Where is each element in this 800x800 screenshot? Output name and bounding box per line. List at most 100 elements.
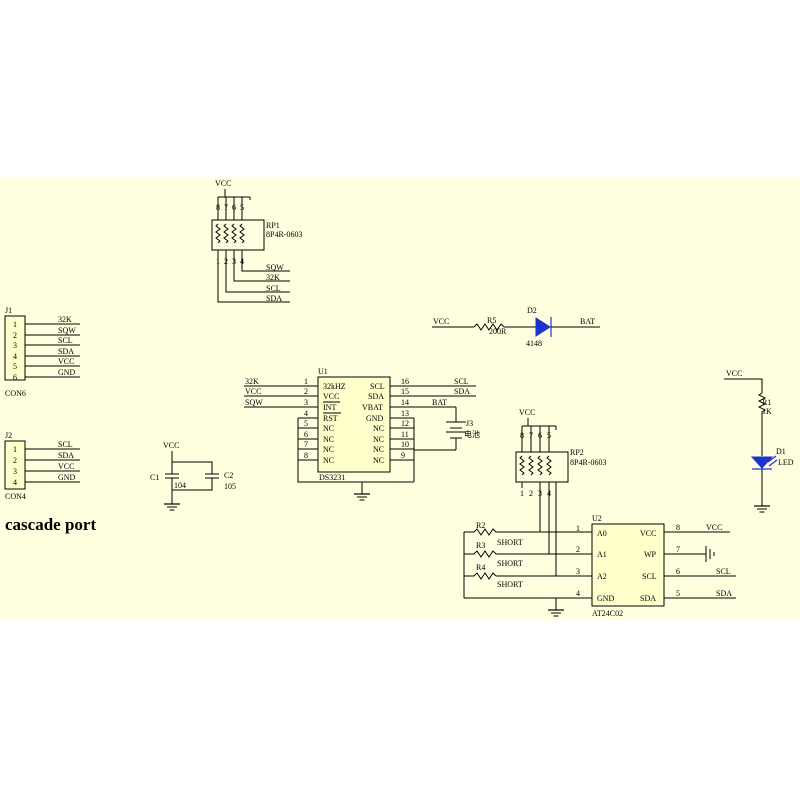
rp1-pin-5: 5	[240, 203, 244, 212]
j1-net-sda: SDA	[58, 347, 74, 356]
u1-pin-12: 12	[401, 419, 409, 428]
u1-pin-name-scl: SCL	[370, 382, 385, 391]
c2-ref: C2	[224, 471, 233, 480]
u2-net-sda: SDA	[716, 589, 732, 598]
c-vcc-label: VCC	[163, 441, 179, 450]
u2-net-vcc: VCC	[706, 523, 722, 532]
rp1-pin-7: 7	[224, 203, 228, 212]
u1-pin-7: 7	[304, 440, 308, 449]
u2-pin-7: 7	[676, 545, 680, 554]
u1-ref: U1	[318, 367, 328, 376]
u2-pin-name-a0: A0	[597, 529, 607, 538]
u1-net-32k: 32K	[245, 377, 259, 386]
rp2-pin-2: 2	[529, 489, 533, 498]
rp1-net-sqw: SQW	[266, 263, 284, 272]
r1-ref: R1	[762, 398, 771, 407]
u1-pin-6: 6	[304, 430, 308, 439]
u1-pin-name-32khz: 32kHZ	[323, 382, 346, 391]
j2-pin-1: 1	[13, 445, 17, 454]
j1-name: CON6	[5, 389, 26, 398]
u1-name: DS3231	[319, 473, 345, 482]
u1-pin-5: 5	[304, 419, 308, 428]
u1-pin-name-nc-6: NC	[323, 435, 334, 444]
j2-ref: J2	[5, 431, 12, 440]
j1-pin-1: 1	[13, 320, 17, 329]
u1-net-bat: BAT	[432, 398, 447, 407]
u1-body	[317, 376, 391, 473]
u1-pin-name-gnd: GND	[366, 414, 384, 423]
u1-pin-14: 14	[401, 398, 409, 407]
u1-net-scl: SCL	[454, 377, 469, 386]
u2-pin-name-a2: A2	[597, 572, 607, 581]
d2-ref: D2	[527, 306, 537, 315]
u1-pin-name-vcc: VCC	[323, 392, 339, 401]
rp2-pin-6: 6	[538, 431, 542, 440]
j1-net-scl: SCL	[58, 336, 73, 345]
r1-vcc-label: VCC	[726, 369, 742, 378]
schematic-background	[0, 178, 800, 620]
u2-pin-name-a1: A1	[597, 550, 607, 559]
u1-net-sqw: SQW	[245, 398, 263, 407]
rp2-pin-8: 8	[520, 431, 524, 440]
u1-pin-name-vbat: VBAT	[362, 403, 383, 412]
u1-pin-name-nc-7: NC	[323, 445, 334, 454]
u2-pin-2: 2	[576, 545, 580, 554]
r5-vcc-label: VCC	[433, 317, 449, 326]
charge-path: VCC R5 200R D2 4148 BAT	[432, 306, 600, 348]
u2-ref: U2	[592, 514, 602, 523]
j2-pin-3: 3	[13, 467, 17, 476]
c1-value: 104	[174, 481, 186, 490]
u2-pin-6: 6	[676, 567, 680, 576]
u1-pin-name-nc-9: NC	[373, 456, 384, 465]
u1-pin-name-nc-12: NC	[373, 424, 384, 433]
u2-pin-name-gnd: GND	[597, 594, 615, 603]
u1-pin-2: 2	[304, 387, 308, 396]
d2-value: 4148	[526, 339, 542, 348]
u1-pin-name-rst: RST	[323, 414, 338, 423]
j3-ref: J3	[466, 419, 473, 428]
rp1-net-32k: 32K	[266, 273, 280, 282]
j3-name: 电池	[464, 429, 480, 439]
j2-pin-4: 4	[13, 478, 17, 487]
j1-pin-4: 4	[13, 352, 17, 361]
j1-connector: J1 1 2 3 4 5 6 32K SQW SCL SDA VCC GND C…	[4, 306, 80, 398]
u1-net-vcc: VCC	[245, 387, 261, 396]
j2-name: CON4	[5, 492, 26, 501]
r5-ref: R5	[487, 316, 496, 325]
u2-pin-name-wp: WP	[644, 550, 657, 559]
u2-name: AT24C02	[592, 609, 623, 618]
rp2-pin-5: 5	[547, 431, 551, 440]
rp1-part: 8P4R-0603	[266, 230, 302, 239]
rp1-vcc-label: VCC	[215, 179, 231, 188]
d1-ref: D1	[776, 447, 786, 456]
rp1-net-sda: SDA	[266, 294, 282, 303]
c2-value: 105	[224, 482, 236, 491]
j2-body	[4, 440, 26, 490]
j2-net-gnd: GND	[58, 473, 76, 482]
rp1-ref: RP1	[266, 221, 280, 230]
cascade-port-label: cascade port	[5, 515, 96, 534]
rp1-net-scl: SCL	[266, 284, 281, 293]
d1-value: LED	[778, 458, 794, 467]
u2-pin-name-scl: SCL	[642, 572, 657, 581]
u2-pin-1: 1	[576, 524, 580, 533]
rp2-pin-1: 1	[520, 489, 524, 498]
rp1-pin-8: 8	[216, 203, 220, 212]
u1-pin-16: 16	[401, 377, 409, 386]
u2-pin-5: 5	[676, 589, 680, 598]
u1-pin-name-nc-10: NC	[373, 445, 384, 454]
u2-pin-3: 3	[576, 567, 580, 576]
j3-battery: J3 电池	[414, 407, 480, 451]
rp1-body	[211, 219, 265, 251]
r3-ref: R3	[476, 541, 485, 550]
r5-value: 200R	[489, 327, 507, 336]
r2-value: SHORT	[497, 538, 523, 547]
u1-pin-4: 4	[304, 409, 308, 418]
u2-pin-name-sda: SDA	[640, 594, 656, 603]
u1-pin-3: 3	[304, 398, 308, 407]
rp2-ref: RP2	[570, 448, 584, 457]
rp2-vcc-label: VCC	[519, 408, 535, 417]
r3-value: SHORT	[497, 559, 523, 568]
j1-net-gnd: GND	[58, 368, 76, 377]
